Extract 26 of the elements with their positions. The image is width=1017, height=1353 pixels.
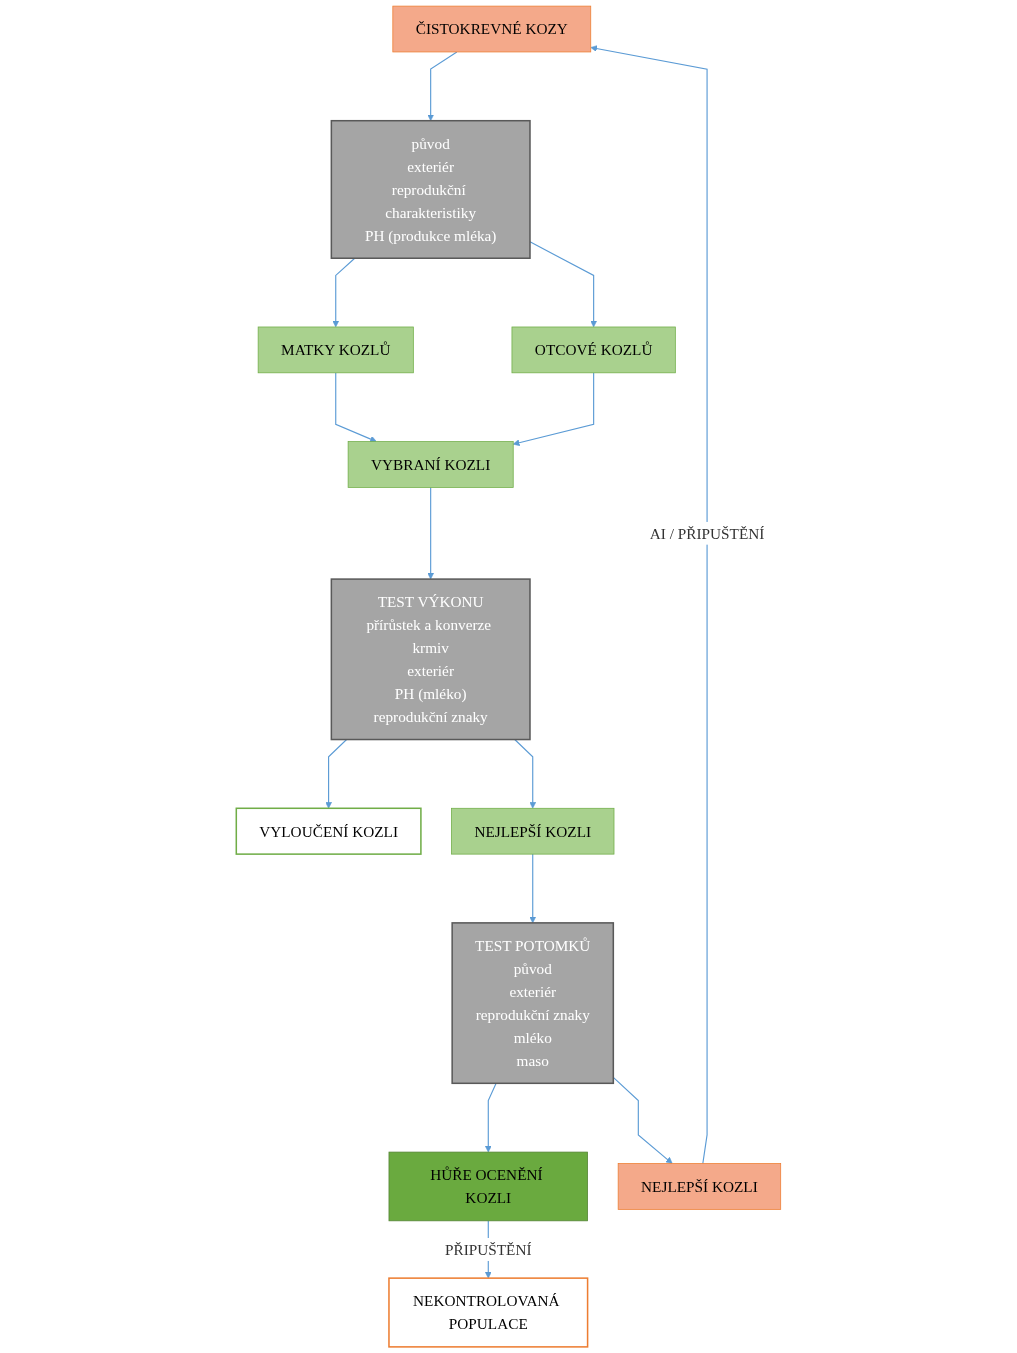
node-box: VYLOUČENÍ KOZLI <box>235 807 422 855</box>
arrow <box>514 738 537 809</box>
edge-label: AI / PŘIPUŠTĚNÍ <box>649 524 765 542</box>
arrow <box>529 241 597 328</box>
arrow <box>332 257 356 328</box>
node-box: VYBRANÍ KOZLI <box>347 441 514 488</box>
node-box: NEKONTROLOVANÁ POPULACE <box>388 1277 589 1348</box>
node-box: TEST VÝKONU přírůstek a konverze krmiv exteriér PH (mléko) reprodukční znaky <box>330 578 531 741</box>
arrow <box>335 372 377 443</box>
node-box: TEST POTOMKŮ původ exteriér reprodukční znaky mléko maso <box>451 922 615 1085</box>
arrow <box>512 372 595 446</box>
node-box: NEJLEPŠÍ KOZLI <box>617 1163 782 1210</box>
node-box: původ exteriér reprodukční charakteristiky PH (produkce mléka) <box>330 119 531 259</box>
node-box: OTCOVÉ KOZLŮ <box>511 326 676 374</box>
arrow <box>325 738 348 809</box>
edge-label: PŘIPUŠTĚNÍ <box>444 1241 532 1258</box>
node-box: MATKY KOZLŮ <box>257 326 414 374</box>
arrow <box>612 1076 673 1164</box>
node-box: NEJLEPŠÍ KOZLI <box>451 807 615 855</box>
arrow <box>427 51 458 121</box>
node-box: HŮŘE OCENĚNÍ KOZLI <box>388 1151 588 1222</box>
arrow <box>484 1082 497 1153</box>
arrow <box>590 45 708 1165</box>
arrow <box>529 853 537 924</box>
node-box: ČISTOKREVNÉ KOZY <box>392 5 592 53</box>
arrow <box>427 486 435 580</box>
